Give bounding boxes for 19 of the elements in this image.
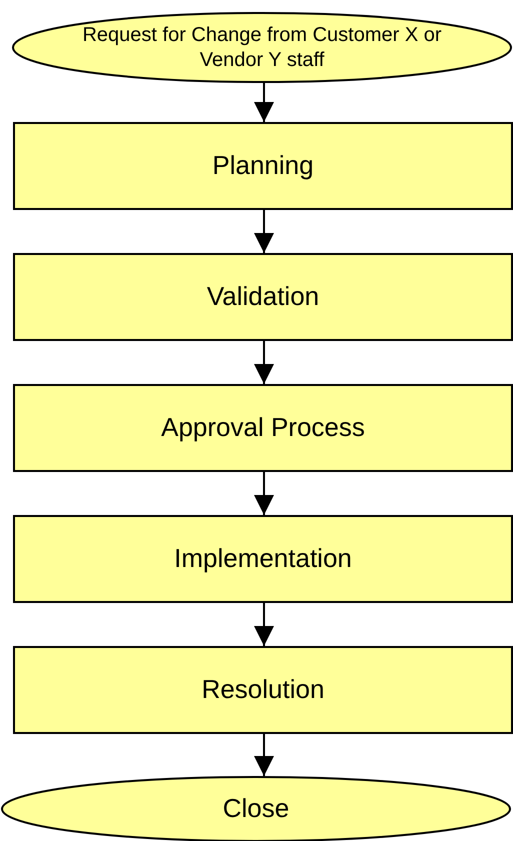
node-label: Resolution xyxy=(202,674,324,706)
process-box xyxy=(13,253,513,341)
arrow xyxy=(254,603,274,646)
terminator-ellipse xyxy=(12,12,512,83)
node-label: Planning xyxy=(212,150,314,182)
arrow xyxy=(254,472,274,515)
process-box xyxy=(13,646,513,734)
node-label: Request for Change from Customer X or Vendor Y staff xyxy=(82,22,442,72)
process-box xyxy=(13,384,513,472)
arrow xyxy=(254,83,274,122)
process-box xyxy=(13,515,513,603)
node-label: Approval Process xyxy=(161,412,365,444)
process-box xyxy=(13,122,513,210)
node-label: Implementation xyxy=(174,543,352,575)
arrow xyxy=(254,341,274,384)
arrow xyxy=(254,210,274,253)
arrow xyxy=(254,734,274,776)
node-label: Close xyxy=(222,793,290,825)
node-label: Validation xyxy=(206,281,320,313)
